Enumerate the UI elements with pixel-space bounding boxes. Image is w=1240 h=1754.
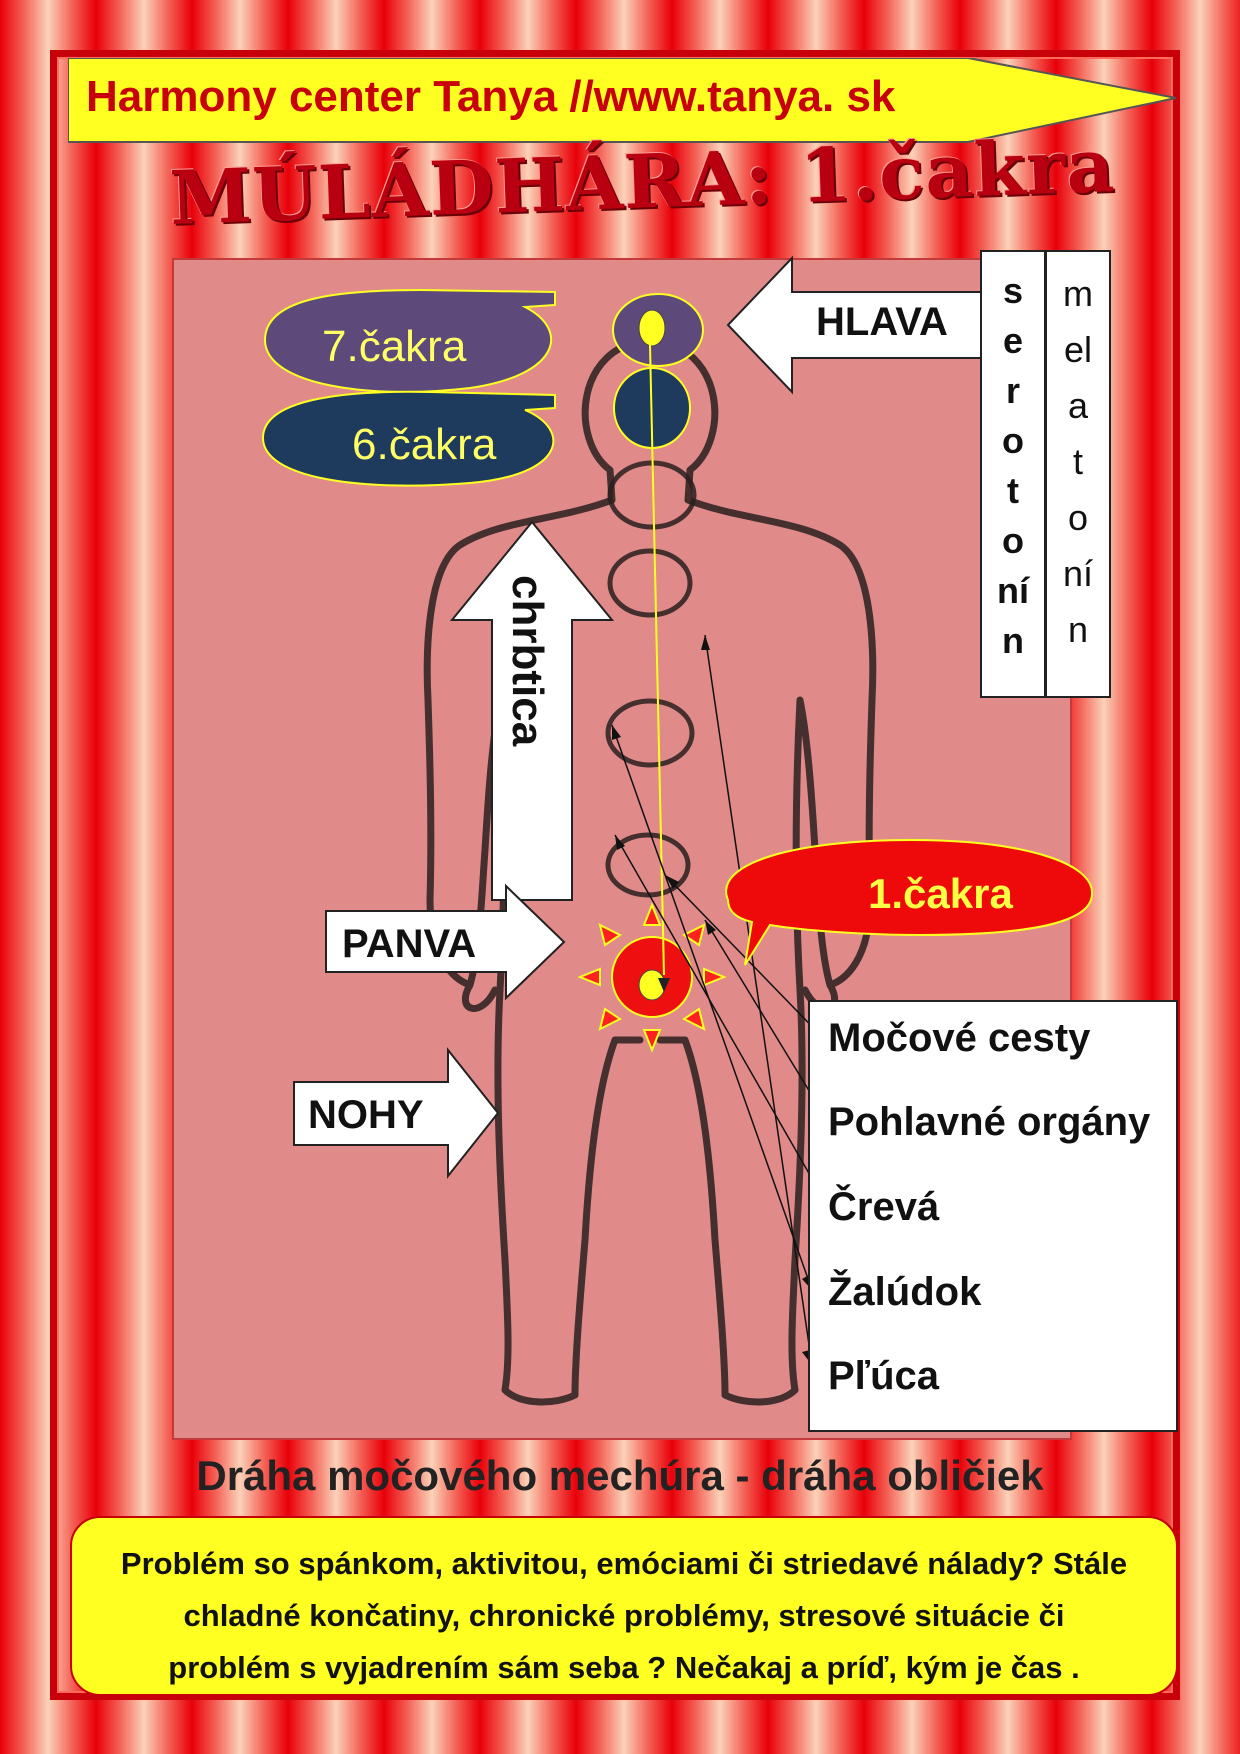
serotonin-letter: o [1002,420,1024,461]
chakra-6-bubble [261,390,556,487]
info-line: chladné končatiny, chronické problémy, s… [183,1598,1065,1633]
serotonin-letter: s [1002,270,1024,311]
panva-arrow [325,883,566,1001]
info-line: Problém so spánkom, aktivitou, emóciami … [120,1546,1128,1581]
melatonin-letter: t [1072,441,1083,482]
chrbtica-arrow [449,520,615,901]
melatonin-letter: a [1067,385,1089,426]
melatonin-letter: el [1063,329,1093,370]
melatonin-box: m el a t o ní n [1045,250,1111,698]
chakra-1-bubble [725,838,1094,966]
melatonin-letter: m [1063,273,1093,314]
organ-item: Črevá [828,1185,940,1229]
banner-arrow-shape [68,58,1177,143]
chakra-7-bubble [263,288,556,393]
melatonin-letter: ní [1062,553,1094,594]
poster-frame [50,50,1180,1700]
chakra-6-label: 6.čakra [352,420,497,469]
organ-list: Močové cesty Pohlavné orgány Črevá Žalúd… [808,1000,1178,1432]
meridian-subtitle: Dráha močového mechúra - dráha obličiek [196,1452,1044,1499]
melatonin-letter: o [1067,497,1089,538]
organ-item: Žalúdok [828,1270,982,1314]
serotonin-letter: n [1002,620,1024,661]
chakra-7-label: 7.čakra [322,322,467,371]
serotonin-letter: r [1005,370,1020,411]
serotonin-letter: t [1007,470,1019,511]
nohy-arrow [293,1047,500,1179]
info-line: problém s vyjadrením sám seba ? Nečakaj … [168,1650,1080,1685]
serotonin-letter: ní [997,570,1029,611]
info-box: Problém so spánkom, aktivitou, emóciami … [70,1516,1178,1696]
energy-line [649,344,665,976]
serotonin-box: s e r o t o ní n [980,250,1046,698]
panva-label: PANVA [342,922,477,966]
energy-line-head [658,978,670,992]
hlava-arrow [726,255,986,395]
nohy-label: NOHY [308,1093,424,1137]
serotonin-letter: e [1002,320,1024,361]
chakra-outlines [605,460,697,898]
serotonin-letter: o [1002,520,1024,561]
organ-item: Močové cesty [828,1016,1091,1060]
banner-text[interactable]: Harmony center Tanya //www.tanya. sk [86,72,896,121]
crown-dot [638,309,666,347]
hlava-label: HLAVA [816,300,948,344]
melatonin-letter: n [1067,609,1089,650]
chakra-1-sun [577,902,727,1053]
chrbtica-label: chrbtica [503,575,552,747]
organ-item: Pohlavné orgány [828,1100,1151,1144]
chakra-1-label: 1.čakra [868,870,1013,917]
header-banner: Harmony center Tanya //www.tanya. sk [68,58,1178,144]
organ-item: Pľúca [828,1354,940,1398]
